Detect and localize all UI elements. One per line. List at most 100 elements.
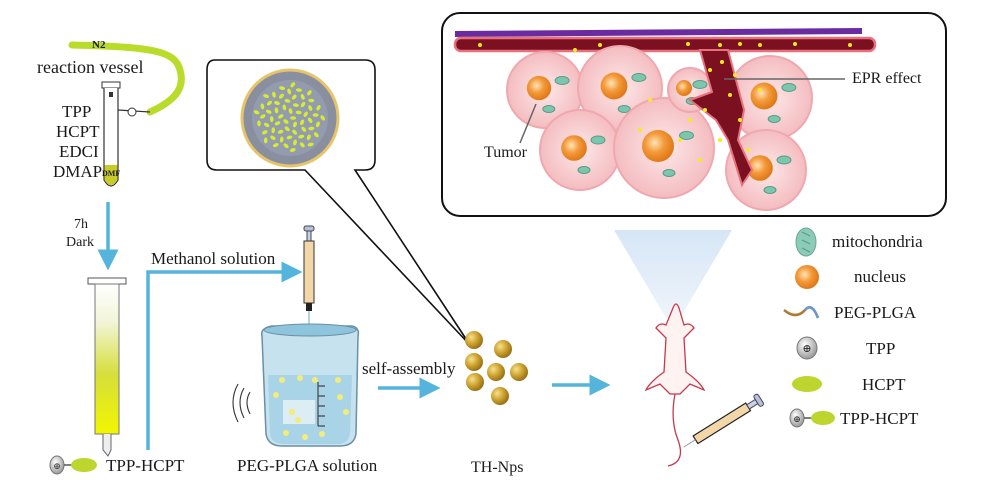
hcpt-molecule (315, 121, 320, 128)
legend-item-nucleus: nucleus (778, 262, 988, 292)
nanoparticle-dot (738, 42, 742, 46)
cell-nucleus (642, 130, 674, 162)
nanoparticle (494, 340, 512, 358)
nanoparticle-dot (758, 88, 762, 92)
cell-nucleus (676, 80, 692, 96)
mouse (644, 303, 706, 467)
hcpt-molecule (307, 117, 313, 124)
arrow-methanol (146, 261, 303, 450)
cell-nucleus (526, 75, 552, 101)
hcpt-molecule (291, 94, 297, 100)
svg-text:⊕: ⊕ (793, 414, 801, 424)
cell-nucleus (600, 72, 628, 100)
legend-item-peg-plga: PEG-PLGA (778, 298, 988, 328)
syringe-injection (683, 393, 764, 448)
tpp-hcpt-conjugate-icon: ⊕ (49, 455, 97, 475)
hcpt-molecule (308, 105, 313, 111)
hcpt-molecule (284, 126, 290, 132)
nanoparticle-dot (746, 148, 750, 152)
nanoparticle (510, 363, 528, 381)
reagent-edci: EDCI (59, 142, 99, 161)
hcpt-molecule (293, 139, 297, 146)
hcpt-molecule (274, 101, 280, 105)
hcpt-molecule (316, 105, 321, 111)
methanol-label: Methanol solution (151, 249, 276, 268)
cell-mitochondrion (776, 155, 792, 165)
hcpt-molecule (300, 94, 305, 100)
hcpt-molecule (307, 90, 312, 96)
hcpt-molecule (296, 88, 302, 92)
light-beam (614, 230, 732, 318)
hcpt-molecule (272, 91, 276, 98)
tumor-panel (441, 12, 947, 217)
reaction-vessel-label: reaction vessel (37, 57, 144, 77)
cell-mitochondrion (577, 166, 591, 174)
hcpt-molecule (272, 143, 279, 148)
hcpt-molecule (282, 104, 287, 111)
hcpt-molecule (274, 121, 281, 126)
beaker (232, 323, 360, 447)
nanoparticle-dot (718, 43, 722, 47)
hcpt-molecule (301, 126, 307, 132)
chromatography-column (87, 277, 127, 457)
epr-label: EPR effect (852, 70, 922, 87)
particle-dot (279, 377, 285, 383)
nanoparticle (487, 363, 505, 381)
nanoparticle-dot (728, 93, 732, 97)
cell-mitochondrion (554, 76, 570, 85)
hcpt-molecule (307, 142, 314, 147)
hcpt-molecule (306, 134, 311, 141)
hcpt-molecule (279, 93, 284, 99)
nanoparticle-dot (848, 43, 852, 47)
nanoparticle-dot (733, 73, 737, 77)
hcpt-molecule (312, 113, 319, 117)
svg-text:⊕: ⊕ (53, 461, 61, 471)
nanoparticle-dot (738, 118, 742, 122)
cell-mitochondrion (617, 105, 631, 113)
syringe-top (303, 225, 315, 325)
particle-dot (343, 409, 349, 415)
particle-dot (337, 394, 343, 400)
reaction-vessel (101, 81, 151, 187)
nanoparticle-dot (648, 98, 652, 102)
hcpt-molecule (293, 121, 297, 128)
hcpt-molecule (287, 88, 292, 95)
hcpt-molecule (274, 107, 279, 114)
th-nanoparticles (465, 331, 528, 405)
hcpt-molecule (262, 130, 268, 135)
particle-dot (302, 434, 308, 440)
nanoparticle-dot (688, 118, 692, 122)
hcpt-molecule (295, 110, 302, 115)
hcpt-ellipse-icon (792, 376, 822, 392)
tpp-cation-icon: ⊕ (796, 336, 818, 360)
hcpt-molecule (278, 114, 284, 119)
hcpt-molecule (266, 100, 272, 106)
cell-nucleus (561, 135, 587, 161)
cell-mitochondrion (781, 83, 797, 92)
hcpt-molecule (298, 134, 305, 139)
legend-label: PEG-PLGA (834, 303, 917, 322)
hcpt-molecule (277, 129, 284, 134)
particle-dot (312, 377, 318, 383)
nanoparticle-dot (698, 158, 702, 162)
nanoparticle-dot (703, 108, 707, 112)
nitrogen-tube (68, 41, 185, 116)
hcpt-molecule (288, 108, 293, 115)
cell-mitochondrion (590, 135, 606, 145)
mitochondria-icon (795, 227, 817, 257)
legend-item-tpp-hcpt: TPP-HCPT (778, 404, 988, 434)
hcpt-molecule (271, 127, 276, 134)
particle-dot (335, 377, 341, 383)
nanoparticle-dot (686, 42, 690, 46)
hcpt-molecule (299, 142, 305, 148)
cell-mitochondrion (679, 131, 694, 140)
legend-icons: ⊕ ⊕ (783, 227, 835, 428)
hcpt-molecule (308, 126, 315, 131)
hcpt-molecule (283, 119, 289, 124)
hcpt-molecule (265, 109, 272, 114)
legend-label: TPP-HCPT (840, 409, 919, 428)
tpp-hcpt-legend-icon: ⊕ (789, 408, 835, 428)
hcpt-molecule (300, 101, 306, 108)
nanoparticle-dot (793, 42, 797, 46)
cell-mitochondrion (662, 169, 676, 177)
